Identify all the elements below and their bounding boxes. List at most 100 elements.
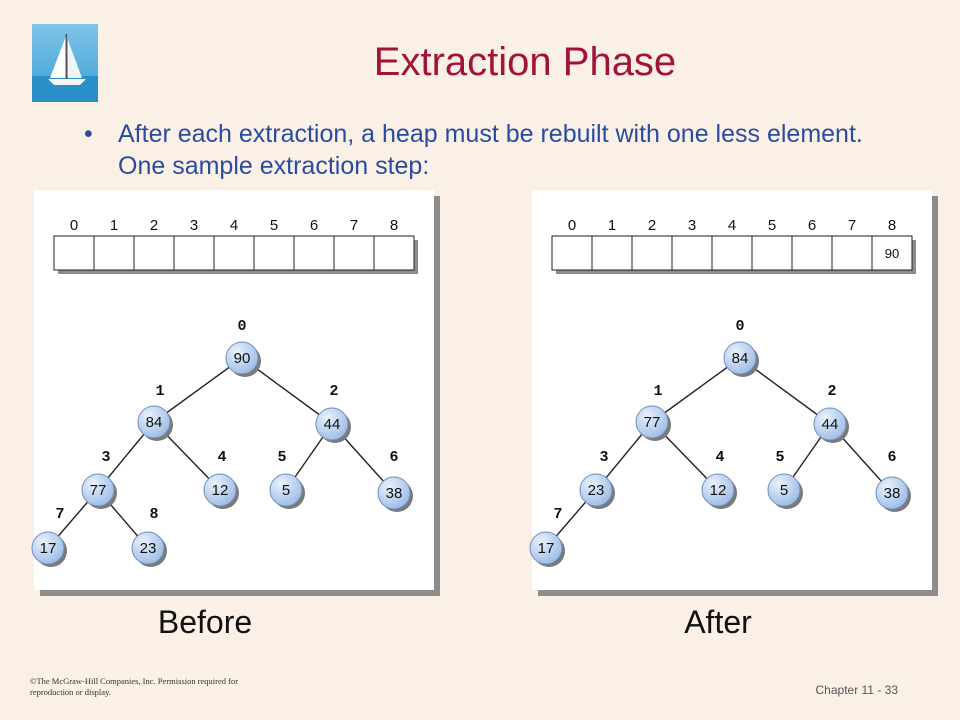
- after-array-index: 1: [608, 217, 616, 234]
- chapter-page-number: Chapter 11 - 33: [815, 683, 899, 697]
- after-node-index-label: 2: [827, 383, 836, 400]
- after-array-cell: [551, 235, 593, 271]
- after-array-index: 6: [808, 217, 816, 234]
- after-array-index: 5: [768, 217, 776, 234]
- sailboat-logo-image: [32, 24, 98, 102]
- before-node-index-label: 7: [55, 506, 64, 523]
- before-node-value: 23: [140, 540, 157, 557]
- before-node-value: 12: [212, 482, 229, 499]
- after-node-index-label: 3: [599, 449, 608, 466]
- bullet-dot-icon: •: [84, 120, 93, 148]
- after-array-index: 2: [648, 217, 656, 234]
- after-array-cell: [751, 235, 793, 271]
- before-node-index-label: 2: [329, 383, 338, 400]
- after-node-index-label: 7: [553, 506, 562, 523]
- after-array-index: 8: [888, 217, 896, 234]
- before-node-value: 77: [90, 482, 107, 499]
- after-array-cell: [871, 235, 913, 271]
- before-node-index-label: 0: [237, 318, 246, 335]
- before-node-index-label: 1: [155, 383, 164, 400]
- after-node-value: 23: [588, 482, 605, 499]
- after-node-value: 5: [780, 482, 788, 499]
- copyright-notice: ©The McGraw-Hill Companies, Inc. Permiss…: [30, 676, 239, 697]
- before-array-cell: [213, 235, 255, 271]
- before-tree-node: [31, 531, 65, 565]
- after-node-index-label: 0: [735, 318, 744, 335]
- before-node-index-label: 3: [101, 449, 110, 466]
- after-array-cell: [591, 235, 633, 271]
- after-array-index: 3: [688, 217, 696, 234]
- before-tree-node: [315, 407, 349, 441]
- before-array-cell: [133, 235, 175, 271]
- before-tree-node: [377, 476, 411, 510]
- after-node-index-label: 6: [887, 449, 896, 466]
- before-tree-node: [137, 405, 171, 439]
- after-node-index-label: 5: [775, 449, 784, 466]
- before-tree-node: [269, 473, 303, 507]
- after-tree-node: [701, 473, 735, 507]
- after-node-value: 38: [884, 485, 901, 502]
- after-tree-node: [635, 405, 669, 439]
- before-node-index-label: 8: [149, 506, 158, 523]
- before-tree-edge: [153, 357, 243, 423]
- after-caption: After: [684, 604, 752, 640]
- before-node-value: 38: [386, 485, 403, 502]
- before-node-index-label: 5: [277, 449, 286, 466]
- before-node-value: 44: [324, 416, 341, 433]
- after-array-index: 4: [728, 217, 736, 234]
- after-array-cell-value: 90: [885, 246, 899, 261]
- after-array-cell: [791, 235, 833, 271]
- after-array-index: 0: [568, 217, 576, 234]
- after-array-cell: [631, 235, 673, 271]
- after-node-value: 17: [538, 540, 555, 557]
- after-node-value: 84: [732, 350, 749, 367]
- before-array-cell: [173, 235, 215, 271]
- bullet-text: After each extraction, a heap must be re…: [118, 120, 863, 180]
- before-tree-node: [81, 473, 115, 507]
- before-tree-node: [203, 473, 237, 507]
- after-tree-node: [723, 341, 757, 375]
- before-array-index: 4: [230, 217, 238, 234]
- before-array-cell: [373, 235, 415, 271]
- after-node-value: 44: [822, 416, 839, 433]
- after-node-index-label: 1: [653, 383, 662, 400]
- before-caption: Before: [157, 604, 253, 640]
- before-array-index: 0: [70, 217, 78, 234]
- before-array-cell: [253, 235, 295, 271]
- after-node-value: 12: [710, 482, 727, 499]
- before-node-value: 84: [146, 414, 163, 431]
- after-node-index-label: 4: [715, 449, 724, 466]
- before-tree-node: [225, 341, 259, 375]
- after-array-cell: [831, 235, 873, 271]
- after-tree-edge: [651, 357, 741, 423]
- before-node-index-label: 6: [389, 449, 398, 466]
- before-array-cell: [93, 235, 135, 271]
- before-node-index-label: 4: [217, 449, 226, 466]
- before-array-index: 8: [390, 217, 398, 234]
- before-array-index: 3: [190, 217, 198, 234]
- after-tree-node: [529, 531, 563, 565]
- before-tree-node: [131, 531, 165, 565]
- before-node-value: 5: [282, 482, 290, 499]
- after-tree-node: [813, 407, 847, 441]
- slide-title: Extraction Phase: [373, 40, 677, 84]
- before-array-index: 7: [350, 217, 358, 234]
- before-array-index: 1: [110, 217, 118, 234]
- after-node-value: 77: [644, 414, 661, 431]
- after-tree-node: [767, 473, 801, 507]
- before-array-index: 5: [270, 217, 278, 234]
- before-array-index: 2: [150, 217, 158, 234]
- after-array-cell: [671, 235, 713, 271]
- before-node-value: 17: [40, 540, 57, 557]
- after-array-index: 7: [848, 217, 856, 234]
- before-array-cell: [293, 235, 335, 271]
- after-array-cell: [711, 235, 753, 271]
- before-array-index: 6: [310, 217, 318, 234]
- after-tree-node: [579, 473, 613, 507]
- before-node-value: 90: [234, 350, 251, 367]
- after-tree-node: [875, 476, 909, 510]
- before-array-cell: [333, 235, 375, 271]
- before-array-cell: [53, 235, 95, 271]
